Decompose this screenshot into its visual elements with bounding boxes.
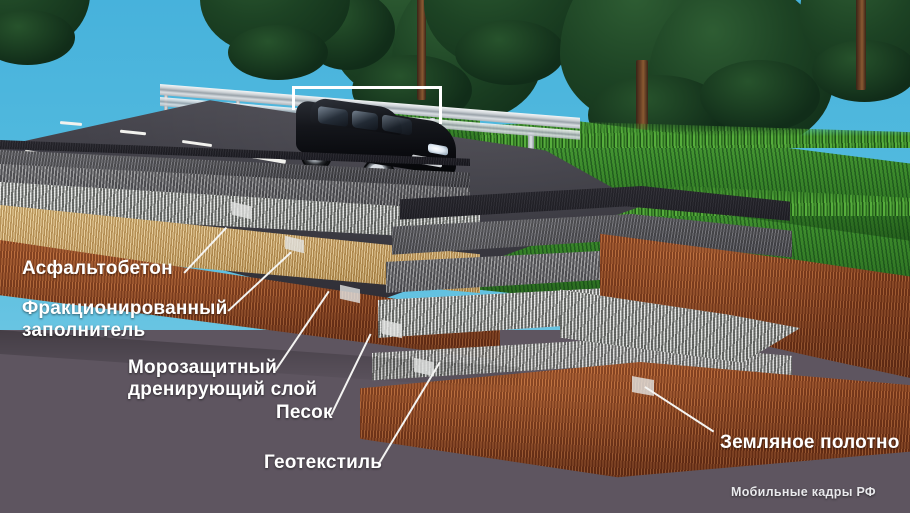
label-frost-drain-layer-line1: Морозащитный [128,357,277,378]
label-subgrade: Земляное полотно [720,432,900,453]
label-frost-drain-layer-line2: дренирующий слой [128,379,318,401]
label-fractional-filler: Фракционированный заполнитель [22,298,228,342]
label-fractional-filler-line2: заполнитель [22,320,146,342]
label-geotextile: Геотекстиль [264,452,383,473]
label-fractional-filler-line1: Фракционированный [22,298,228,319]
watermark-text: Мобильные кадры РФ [731,485,876,499]
label-asphalt-concrete: Асфальтобетон [22,258,173,279]
label-sand: Песок [276,402,333,423]
label-frost-drain-layer: Морозащитный дренирующий слой [128,357,317,401]
